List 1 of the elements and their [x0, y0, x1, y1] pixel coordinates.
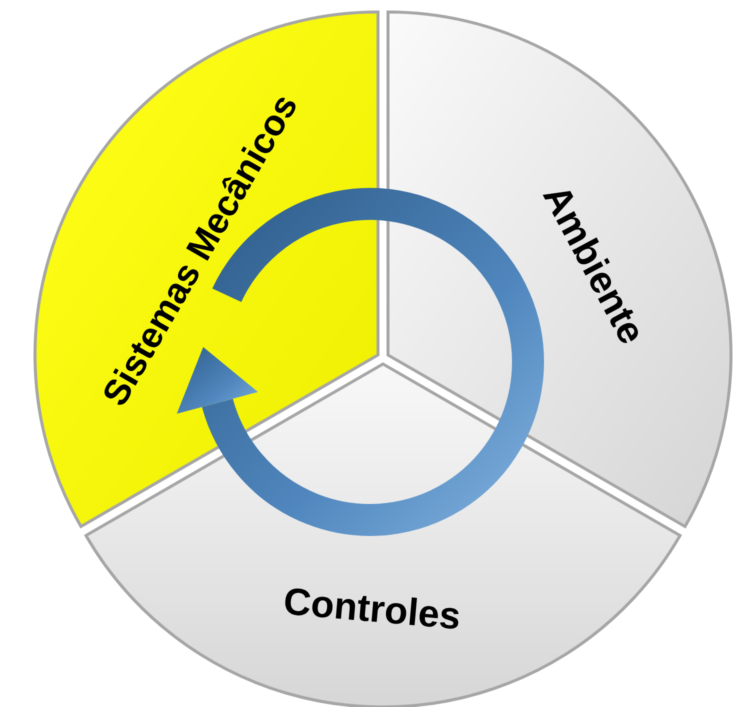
segment-label: Controles: [282, 580, 462, 640]
